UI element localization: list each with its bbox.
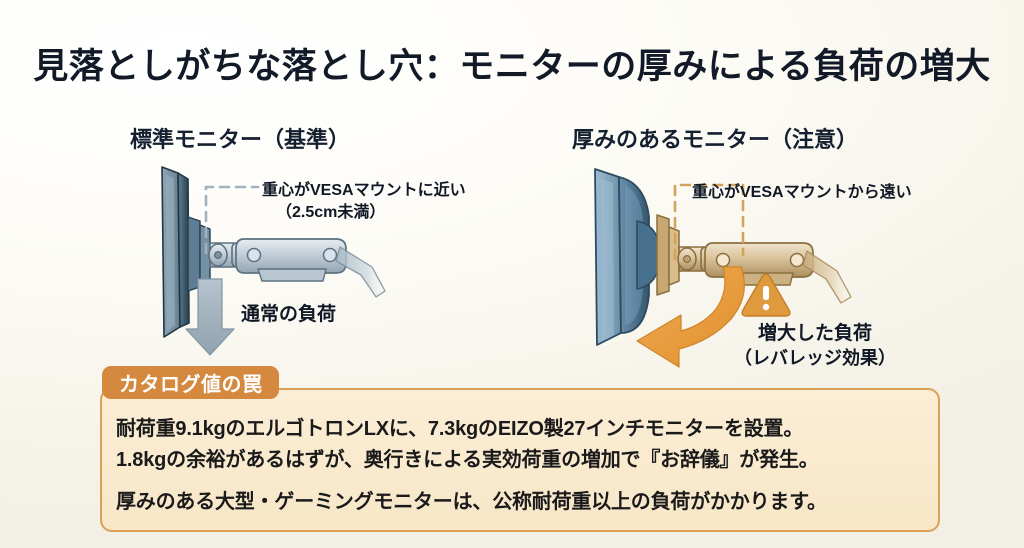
catalog-trap-info-box	[100, 388, 940, 532]
panel-heading-standard-monitor: 標準モニター（基準）	[130, 127, 351, 152]
info-line-1: 耐荷重9.1kgのエルゴトロンLXに、7.3kgのEIZO製27インチモニターを…	[116, 418, 804, 440]
page-title: 見落としがちな落とし穴：モニターの厚みによる負荷の増大	[33, 47, 991, 86]
info-line-2: 1.8kgの余裕があるはずが、奥行きによる実効荷重の増加で『お辞儀』が発生。	[116, 449, 819, 471]
warning-triangle-icon	[741, 273, 791, 317]
load-label-thick-line2: （レバレッジ効果）	[734, 347, 896, 368]
callout-standard-line2: （2.5cm未満）	[276, 203, 386, 221]
info-line-3: 厚みのある大型・ゲーミングモニターは、公称耐荷重以上の負荷がかかります。	[116, 491, 827, 513]
monitor-arm-standard	[208, 238, 386, 298]
callout-standard: 重心がVESAマウントに近い （2.5cm未満）	[262, 180, 466, 223]
load-label-thick-line1: 増大した負荷	[757, 323, 872, 344]
callout-standard-line1: 重心がVESAマウントに近い	[262, 182, 466, 199]
increased-load-curved-arrow	[636, 266, 745, 368]
monitor-body-thick	[594, 168, 680, 346]
panel-heading-thick-monitor: 厚みのあるモニター（注意）	[572, 127, 859, 152]
load-arrow-down	[185, 278, 235, 356]
load-label-standard: 通常の負荷	[241, 304, 337, 325]
center-of-gravity-dashed-line-standard	[204, 185, 260, 255]
standard-monitor-illustration	[161, 166, 386, 356]
catalog-trap-body: 耐荷重9.1kgのエルゴトロンLXに、7.3kgのEIZO製27インチモニターを…	[116, 414, 928, 518]
monitor-body-thin	[161, 166, 211, 338]
center-of-gravity-dashed-line-thick	[673, 183, 745, 261]
thick-monitor-illustration	[594, 168, 852, 368]
callout-thick-line1: 重心がVESAマウントから遠い	[692, 184, 912, 201]
load-label-thick: 増大した負荷 （レバレッジ効果）	[734, 322, 896, 370]
callout-thick: 重心がVESAマウントから遠い	[692, 182, 912, 204]
catalog-trap-tab-label: カタログ値の罠	[102, 366, 279, 399]
